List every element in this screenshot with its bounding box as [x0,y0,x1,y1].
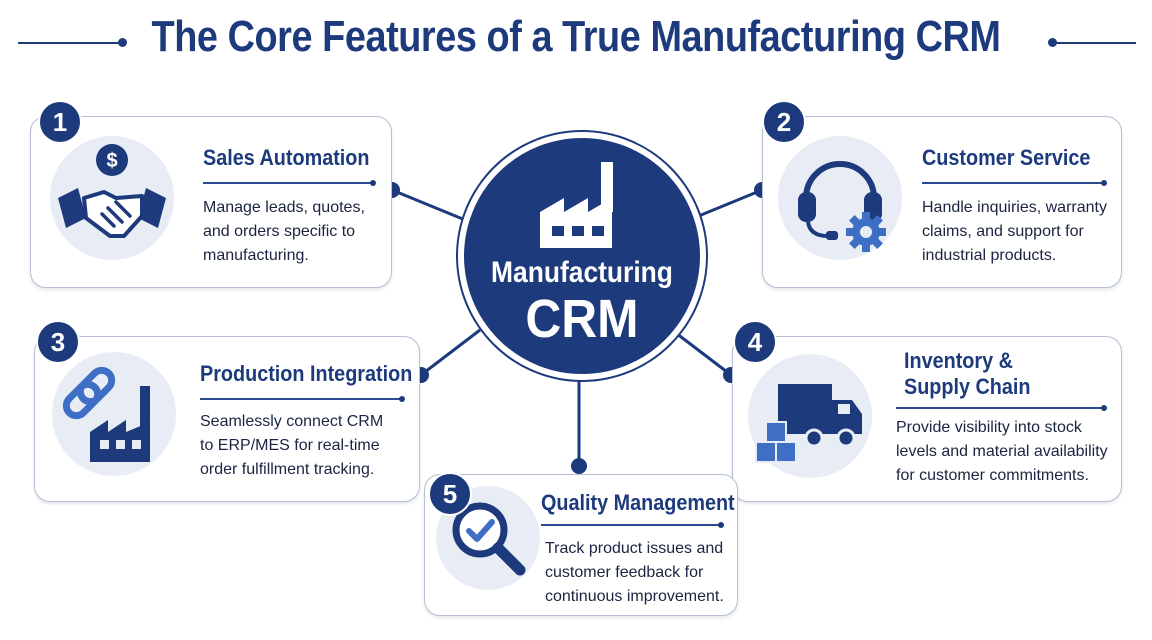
desc-line: Handle inquiries, warranty [922,199,1107,216]
feature-number-badge-5: 5 [428,472,472,516]
feature-title-line: Supply Chain [904,374,1031,399]
desc-line: continuous improvement. [545,588,724,605]
hub-label-line1: Manufacturing [491,256,673,289]
feature-desc-quality-management: Track product issues and customer feedba… [545,537,724,609]
hub-label-line2: CRM [525,289,639,349]
connector-sales [391,188,471,224]
hub-circle: Manufacturing CRM [458,132,706,380]
feature-title-customer-service: Customer Service [922,145,1091,170]
feature-desc-inventory-supply-chain: Provide visibility into stock levels and… [896,416,1108,488]
desc-line: levels and material availability [896,443,1108,460]
page-title: The Core Features of a True Manufacturin… [151,12,1001,61]
desc-line: Provide visibility into stock [896,419,1082,436]
feature-title-rule [896,405,1107,410]
desc-line: for customer commitments. [896,467,1089,484]
desc-line: and orders specific to [203,223,356,240]
feature-desc-sales-automation: Manage leads, quotes, and orders specifi… [203,196,365,268]
feature-title-line: Inventory & [904,348,1013,373]
icon-circle [778,136,902,260]
icon-circle [436,486,540,590]
desc-line: manufacturing. [203,247,309,264]
desc-line: Seamlessly connect CRM [200,413,384,430]
connector-production [420,328,481,377]
feature-title-quality-management: Quality Management [541,490,735,515]
icon-circle [748,354,872,478]
desc-line: Manage leads, quotes, [203,199,365,216]
desc-line: order fulfillment tracking. [200,461,375,478]
svg-text:$: $ [106,150,117,172]
feature-number-badge-4: 4 [733,320,777,364]
icon-circle [52,352,176,476]
desc-line: customer feedback for [545,564,704,581]
chain-link-factory-icon [62,366,150,462]
feature-number-badge-3: 3 [36,320,80,364]
desc-line: Track product issues and [545,540,724,557]
connector-inventory [671,328,732,377]
desc-line: claims, and support for [922,223,1084,240]
feature-title-rule [200,396,405,401]
feature-title-rule [922,180,1107,185]
feature-title-rule [541,522,724,527]
feature-number-badge-2: 2 [762,100,806,144]
desc-line: industrial products. [922,247,1057,264]
truck-boxes-icon [755,384,862,463]
title-rule-right [1054,42,1136,44]
title-rule-right-dot [1048,38,1057,47]
factory-icon [540,162,613,248]
title-rule-left-dot [118,38,127,47]
headset-gear-icon [798,161,886,252]
desc-line: to ERP/MES for real-time [200,437,380,454]
feature-title-rule [203,180,376,185]
icon-circle: $ [50,136,174,260]
feature-title-sales-automation: Sales Automation [203,145,370,170]
magnifier-check-icon [452,502,526,576]
feature-title-inventory-supply-chain: Inventory & Supply Chain [904,348,1031,400]
feature-desc-production-integration: Seamlessly connect CRM to ERP/MES for re… [200,410,383,482]
feature-title-production-integration: Production Integration [200,361,413,386]
feature-desc-customer-service: Handle inquiries, warranty claims, and s… [922,196,1107,268]
feature-number-badge-1: 1 [38,100,82,144]
connector-dot-quality [571,458,587,474]
handshake-dollar-icon: $ [58,144,166,238]
title-rule-left [18,42,122,44]
